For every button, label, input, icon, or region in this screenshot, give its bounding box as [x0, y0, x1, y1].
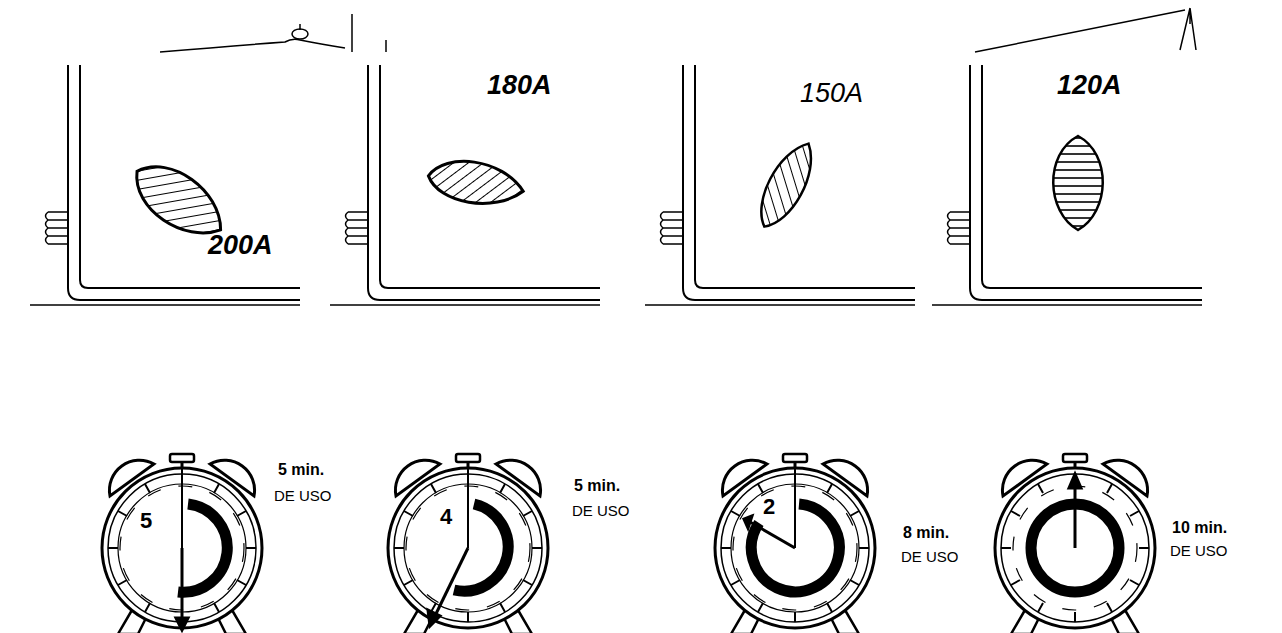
weld-bead [426, 156, 527, 209]
usage-label: DE USO [1170, 543, 1228, 558]
dial-ring [731, 484, 859, 612]
weld-joint [932, 65, 1202, 305]
duration-label: 5 min. [574, 478, 620, 494]
usage-label: DE USO [901, 549, 959, 564]
current-label: 200A [208, 232, 273, 259]
dial-ring [404, 484, 532, 612]
weld-joint [330, 65, 600, 305]
current-label: 180A [487, 72, 552, 99]
alarm-clock [995, 454, 1155, 633]
usage-label: DE USO [572, 503, 630, 518]
current-label: 150A [800, 80, 863, 107]
clock-dial: 4 [402, 482, 534, 614]
weld-joint [30, 65, 300, 305]
duration-label: 8 min. [903, 525, 949, 541]
clock-dial: 5 [116, 482, 248, 614]
weld-bead [1053, 136, 1103, 230]
weld-bead [749, 136, 824, 235]
dial-outline [402, 482, 534, 614]
clock-time-arc [178, 504, 1119, 592]
weld-joint [645, 65, 915, 305]
clock-dial: 2 [729, 482, 861, 614]
duration-label: 10 min. [1172, 520, 1227, 536]
alarm-clock [715, 454, 875, 633]
alarm-clock [388, 454, 548, 633]
machine-fragment [160, 8, 1196, 52]
usage-label: DE USO [274, 488, 332, 503]
dial-number: 4 [440, 506, 452, 528]
dial-outline [729, 482, 861, 614]
dial-number: 5 [140, 510, 152, 532]
dial-number: 2 [763, 496, 775, 518]
clock-hand [176, 466, 1081, 630]
duration-label: 5 min. [278, 462, 324, 478]
current-label: 120A [1057, 72, 1122, 99]
alarm-clock [102, 454, 262, 633]
dial-outline [116, 482, 248, 614]
dial-ring [118, 484, 246, 612]
